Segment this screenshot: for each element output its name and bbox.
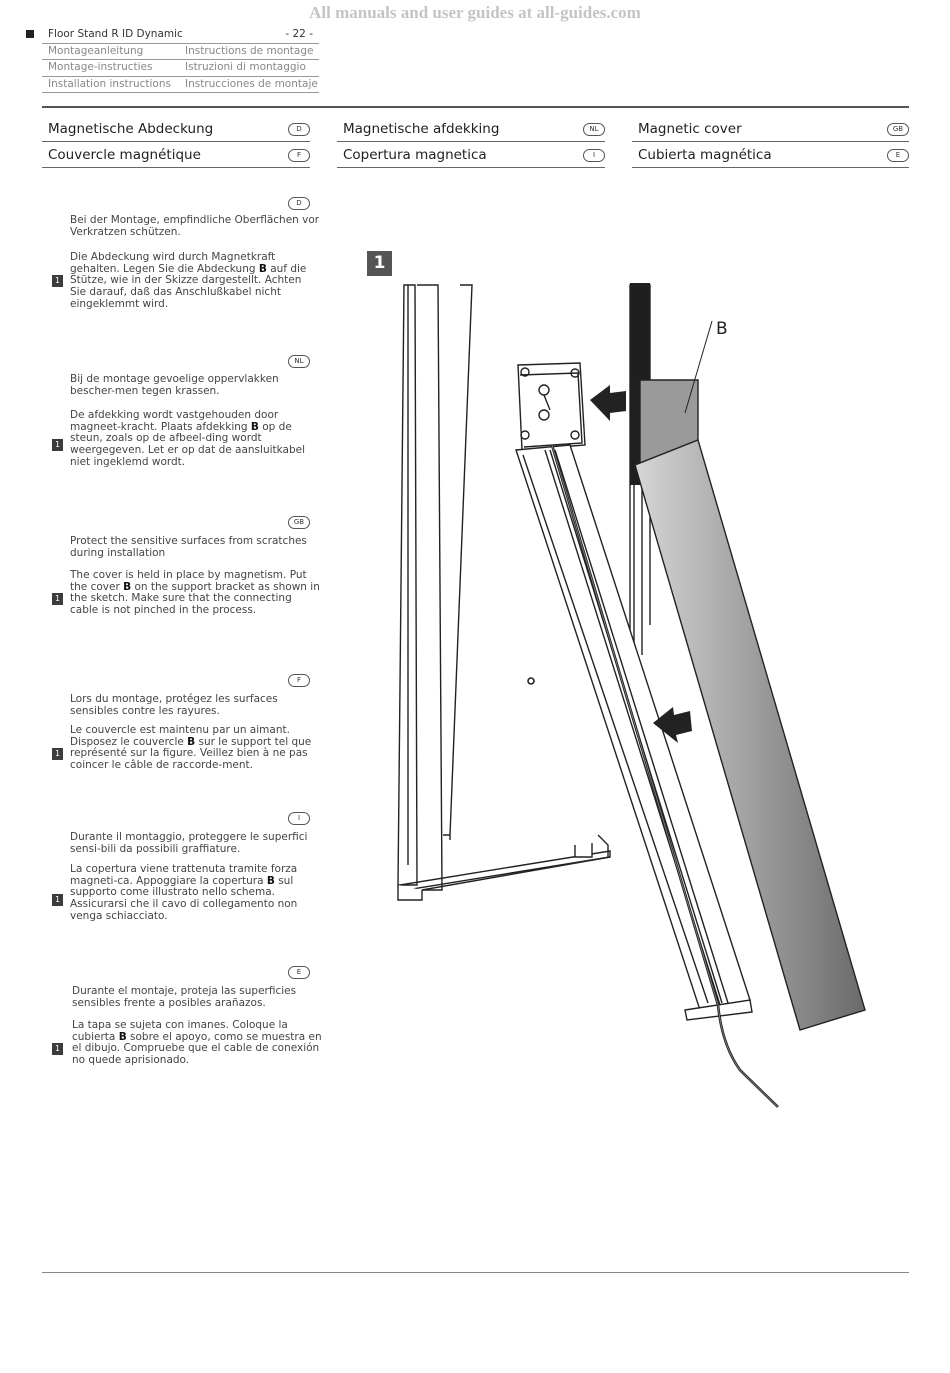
header-cell: Instrucciones de montaje (185, 77, 318, 90)
intro-text: Bij de montage gevoelige oppervlakken be… (70, 373, 279, 397)
title-text: Copertura magnetica (343, 147, 487, 163)
step-text: Die Abdeckung wird durch Magnetkraft geh… (70, 251, 320, 311)
step-number: 1 (52, 593, 63, 605)
part-label: B (187, 735, 196, 748)
title-gb: Magnetic cover GB (632, 117, 909, 142)
step-number: 1 (52, 1043, 63, 1055)
step-text-part: sur le support tel que représenté sur la… (70, 735, 312, 772)
lang-badge: NL (288, 355, 310, 368)
watermark: All manuals and user guides at all-guide… (309, 3, 641, 22)
intro-text: Lors du montage, protégez les surfaces s… (70, 693, 278, 717)
step-number: 1 (52, 748, 63, 760)
step-text-part: Die Abdeckung wird durch Magnetkraft geh… (70, 251, 276, 275)
header-bullet (26, 30, 34, 38)
lang-badge: D (288, 197, 310, 210)
title-de: Magnetische Abdeckung D (42, 117, 310, 142)
intro-text: Durante il montaggio, proteggere le supe… (70, 831, 308, 855)
header-row: Montage-instructies Istruzioni di montag… (42, 60, 319, 77)
lang-badge: NL (583, 123, 605, 136)
arrow-icon (653, 707, 692, 743)
lang-badge: I (288, 812, 310, 825)
step-text-part: The cover is held in place by magnetism.… (70, 569, 307, 593)
lang-badge: F (288, 674, 310, 687)
step-text-part: auf die Stütze, wie in der Skizze darges… (70, 262, 307, 310)
header-cell: Installation instructions (48, 77, 171, 90)
title-text: Cubierta magnética (638, 147, 772, 163)
magnetic-cover (634, 379, 866, 1031)
header-row: Installation instructions Instrucciones … (42, 77, 319, 93)
header-cell: Montageanleitung (48, 44, 144, 57)
support-column (515, 444, 753, 1021)
step-text-part: De afdekking wordt vastgehouden door mag… (70, 409, 279, 433)
step-number: 1 (52, 894, 63, 906)
step-text-part: sobre el apoyo, como se muestra en el di… (72, 1030, 322, 1067)
figure-drawing: B (397, 283, 866, 1108)
lang-badge: F (288, 149, 310, 162)
part-label-b: B (716, 319, 728, 339)
intro-text: Durante el montaje, proteja las superfic… (72, 985, 297, 1009)
header-cell: Instructions de montage (185, 44, 314, 57)
cable-highlight (551, 444, 779, 1108)
top-rule (42, 106, 909, 108)
lang-badge: GB (288, 516, 310, 529)
step-text-part: on the support bracket as shown in the s… (70, 580, 320, 617)
lang-badge: E (887, 149, 909, 162)
step-number: 1 (52, 439, 63, 451)
header-cell: Montage-instructies (48, 61, 153, 73)
part-label: B (258, 262, 267, 275)
header-row-product: Floor Stand R ID Dynamic - 22 - (42, 27, 319, 44)
part-label: B (250, 420, 259, 433)
product-name: Floor Stand R ID Dynamic (48, 28, 183, 40)
leader-line (684, 320, 713, 414)
title-text: Magnetic cover (638, 121, 742, 137)
part-label: B (118, 1030, 127, 1043)
step-text: De afdekking wordt vastgehouden door mag… (70, 409, 320, 469)
title-es: Cubierta magnética E (632, 143, 909, 168)
step-text-part: La copertura viene trattenuta tramite fo… (70, 863, 298, 887)
header-row: Montageanleitung Instructions de montage (42, 44, 319, 60)
step-text: The cover is held in place by magnetism.… (70, 569, 320, 617)
header-table: Floor Stand R ID Dynamic - 22 - Montagea… (42, 27, 319, 93)
support-plate (517, 362, 586, 451)
lang-badge: D (288, 123, 310, 136)
step-text-part: sul supporto come illustrato nello schem… (70, 874, 298, 922)
lang-badge: GB (887, 123, 909, 136)
lang-badge: I (583, 149, 605, 162)
step-text: La copertura viene trattenuta tramite fo… (70, 863, 320, 923)
figure-number: 1 (367, 251, 392, 276)
title-text: Magnetische afdekking (343, 121, 500, 137)
header-cell: Istruzioni di montaggio (185, 61, 306, 73)
bottom-rule (42, 1272, 909, 1273)
arrow-icon (590, 385, 626, 421)
lang-badge: E (288, 966, 310, 979)
step-text: Le couvercle est maintenu par un aimant.… (70, 724, 320, 772)
part-label: B (266, 874, 275, 887)
title-text: Couvercle magnétique (48, 147, 201, 163)
step-text-part: op de steun, zoals op de afbeel-ding wor… (70, 420, 306, 468)
intro-text: Bei der Montage, empfindliche Oberfläche… (70, 214, 320, 238)
title-fr: Couvercle magnétique F (42, 143, 310, 168)
step-text-part: Le couvercle est maintenu par un aimant.… (70, 724, 290, 748)
step-text: La tapa se sujeta con imanes. Coloque la… (72, 1019, 322, 1067)
title-text: Magnetische Abdeckung (48, 121, 214, 137)
intro-text: Protect the sensitive surfaces from scra… (70, 535, 307, 559)
title-it: Copertura magnetica I (337, 143, 605, 168)
title-nl: Magnetische afdekking NL (337, 117, 605, 142)
step-text-part: La tapa se sujeta con imanes. Coloque la… (72, 1019, 288, 1043)
part-label: B (123, 580, 132, 593)
step-number: 1 (52, 275, 63, 287)
assembly-figure: B 1 (360, 245, 890, 1125)
page-number: - 22 - (285, 28, 313, 40)
